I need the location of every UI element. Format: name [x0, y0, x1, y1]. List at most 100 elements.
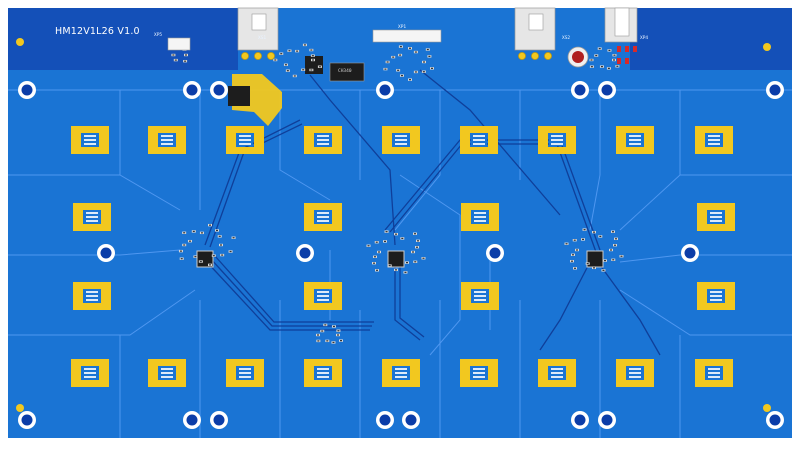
sensor-pad [697, 282, 735, 310]
led [625, 58, 629, 64]
connector-xp5 [167, 37, 191, 51]
sensor-pad [226, 126, 264, 154]
ref-xs1: XS1 [258, 36, 267, 41]
mount-hole [213, 414, 225, 426]
sensor-pad [148, 126, 186, 154]
mount-hole [379, 414, 391, 426]
pcb-top-band-mid [238, 8, 630, 33]
pin [254, 52, 262, 60]
trace [209, 257, 372, 327]
pin [241, 52, 249, 60]
led [617, 58, 621, 64]
mount-hole [405, 414, 417, 426]
zone-line [589, 90, 601, 231]
sensor-pad [73, 203, 111, 231]
zone-line [394, 90, 441, 231]
sensor-pad [73, 282, 111, 310]
sensor-pad [304, 282, 342, 310]
mount-holes [18, 81, 784, 429]
header-pins [241, 52, 552, 60]
led [617, 46, 621, 52]
led [633, 46, 637, 52]
pcb-top-band-left [8, 8, 238, 70]
zone-line [619, 254, 792, 263]
fiducial [763, 404, 771, 412]
trace [399, 262, 425, 338]
zone-line [279, 90, 331, 201]
pin [518, 52, 526, 60]
board-title: HM12V1L26 V1.0 [55, 26, 140, 37]
pin [544, 52, 552, 60]
fiducial [16, 404, 24, 412]
ref-xs2: XS2 [562, 36, 571, 41]
mount-hole [21, 414, 33, 426]
mount-hole [186, 84, 198, 96]
zone-line [619, 174, 792, 231]
mount-hole [574, 84, 586, 96]
ref-xp5: XP5 [154, 33, 163, 38]
pin [531, 52, 539, 60]
mount-hole [21, 84, 33, 96]
zone-line [399, 174, 461, 356]
mount-hole [769, 84, 781, 96]
sensor-pad [460, 359, 498, 387]
electrolytic-capacitor-core [572, 51, 584, 63]
connector-xp1 [372, 29, 442, 43]
trace [309, 74, 396, 246]
zone-line [619, 289, 792, 336]
sensor-pad [616, 126, 654, 154]
sensor-pad [538, 359, 576, 387]
trace [599, 264, 661, 356]
sensor-pad [304, 126, 342, 154]
sensor-pads [71, 126, 735, 387]
mount-hole [574, 414, 586, 426]
trace [214, 255, 374, 323]
sensor-pad [382, 126, 420, 154]
connectors [167, 7, 638, 51]
sensor-pad [304, 359, 342, 387]
sensor-pad [226, 359, 264, 387]
trace [384, 139, 601, 251]
ref-xp1: XP1 [398, 25, 407, 30]
smd-components [171, 43, 624, 344]
fiducial [16, 38, 24, 46]
mount-hole [299, 247, 311, 259]
mount-hole [100, 247, 112, 259]
sensor-pad [697, 203, 735, 231]
trace [389, 143, 597, 253]
sensor-pad [538, 126, 576, 154]
pin [267, 52, 275, 60]
sensor-pad [382, 359, 420, 387]
sensor-pad [695, 359, 733, 387]
trace [394, 260, 421, 341]
pcb-body [8, 8, 792, 438]
mount-hole [213, 84, 225, 96]
mount-hole [684, 247, 696, 259]
pcb-top-band-right [630, 8, 792, 70]
usb-chip [329, 62, 365, 82]
sensor-pad [304, 203, 342, 231]
mount-hole [601, 84, 613, 96]
ref-xp4: XP4 [640, 36, 649, 41]
regulator-chip-overlay [228, 86, 250, 106]
fiducial [763, 43, 771, 51]
sensor-pad [695, 126, 733, 154]
zone-line [8, 249, 181, 256]
ic-chip [196, 250, 214, 268]
sensor-pad [461, 203, 499, 231]
top-ic [305, 56, 323, 74]
leds [617, 46, 637, 64]
connector-xs1-inner [251, 13, 267, 31]
ic-chip [387, 250, 405, 268]
mount-hole [601, 414, 613, 426]
signal-traces [204, 69, 661, 356]
trace [419, 69, 561, 216]
led [625, 46, 629, 52]
mount-hole [379, 84, 391, 96]
mount-hole [186, 414, 198, 426]
connector-xp4-inner [614, 7, 630, 37]
sensor-pad [148, 359, 186, 387]
sensor-pad [71, 126, 109, 154]
